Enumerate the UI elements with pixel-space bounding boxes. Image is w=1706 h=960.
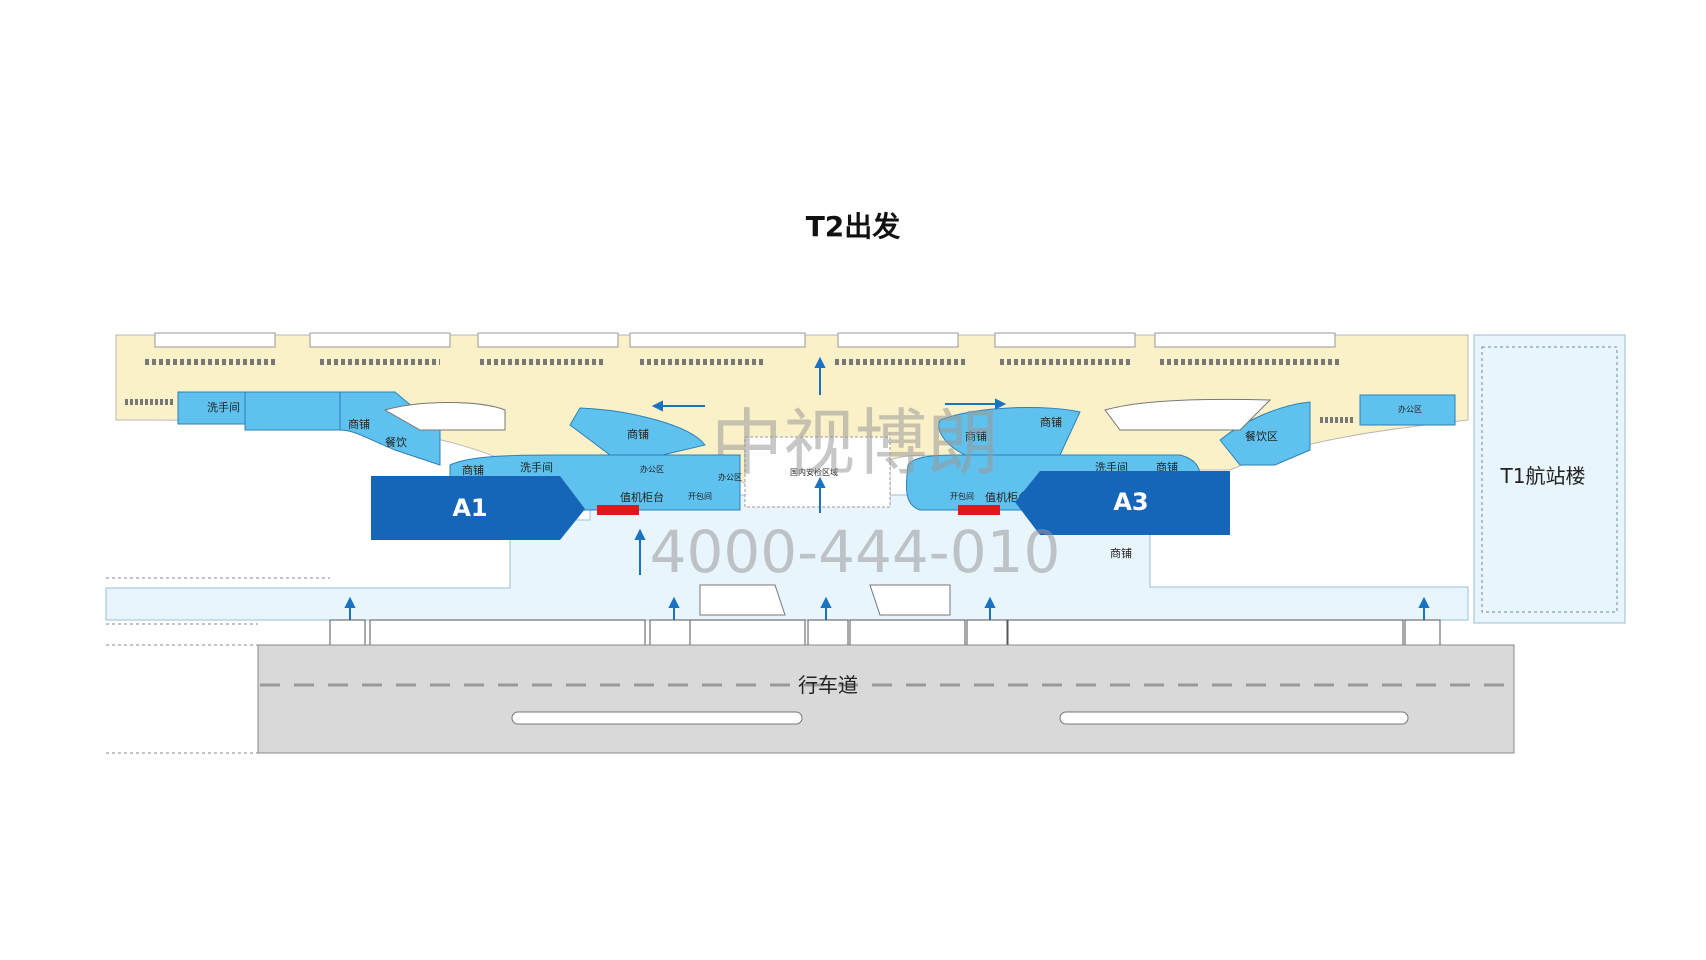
label-security: 国内安检区域 bbox=[790, 467, 838, 477]
ad-spot-a1[interactable]: A1 bbox=[371, 476, 585, 540]
seat-rows bbox=[125, 359, 1355, 423]
label-shop-7: 商铺 bbox=[1110, 546, 1132, 560]
watermark-brand: 中视博朗 bbox=[711, 401, 999, 485]
label-office-1: 办公区 bbox=[640, 464, 664, 474]
label-baggage-1: 开包间 bbox=[688, 491, 712, 501]
checkin-counter-left[interactable] bbox=[597, 505, 639, 515]
zone-shop-left[interactable] bbox=[244, 391, 341, 431]
label-restroom-1: 洗手间 bbox=[207, 400, 240, 414]
label-checkin-1: 值机柜台 bbox=[620, 490, 664, 504]
label-shop-3: 商铺 bbox=[462, 463, 484, 477]
gate-notches bbox=[154, 332, 1336, 348]
zone-office-right[interactable] bbox=[1359, 394, 1456, 426]
ad-spot-a3[interactable]: A3 bbox=[1015, 471, 1230, 535]
checkin-counter-right[interactable] bbox=[958, 505, 1000, 515]
label-shop-6: 商铺 bbox=[1156, 460, 1178, 474]
escalators bbox=[383, 398, 1272, 616]
curbside bbox=[329, 619, 1441, 646]
label-baggage-2: 开包间 bbox=[950, 491, 974, 501]
label-shop-2: 商铺 bbox=[627, 427, 649, 441]
label-restroom-2: 洗手间 bbox=[520, 460, 553, 474]
label-dining-1: 餐饮 bbox=[385, 435, 407, 449]
security-area[interactable] bbox=[744, 436, 891, 508]
ad-spot-a3-label: A3 bbox=[1113, 488, 1148, 516]
label-shop-1: 商铺 bbox=[348, 417, 370, 431]
label-office-3: 办公区 bbox=[1398, 404, 1422, 414]
watermark-phone: 4000-444-010 bbox=[650, 518, 1061, 586]
label-office-2: 办公区 bbox=[718, 472, 742, 482]
road-median-left bbox=[511, 711, 803, 725]
t1-building-outline bbox=[1481, 346, 1618, 613]
t1-building[interactable] bbox=[1473, 334, 1626, 624]
label-dining-area: 餐饮区 bbox=[1245, 429, 1278, 443]
label-shop-4: 商铺 bbox=[1040, 415, 1062, 429]
road-median-right bbox=[1059, 711, 1409, 725]
approach-lines bbox=[106, 577, 330, 754]
zone-shop-right[interactable] bbox=[938, 406, 1081, 456]
page-title: T2出发 bbox=[805, 210, 901, 243]
label-shop-5: 商铺 bbox=[965, 429, 987, 443]
t1-label: T1航站楼 bbox=[1500, 464, 1586, 488]
ad-spot-a1-label: A1 bbox=[452, 494, 487, 522]
label-restroom-3: 洗手间 bbox=[1095, 460, 1128, 474]
road-label: 行车道 bbox=[798, 673, 858, 697]
roadway bbox=[257, 644, 1515, 754]
